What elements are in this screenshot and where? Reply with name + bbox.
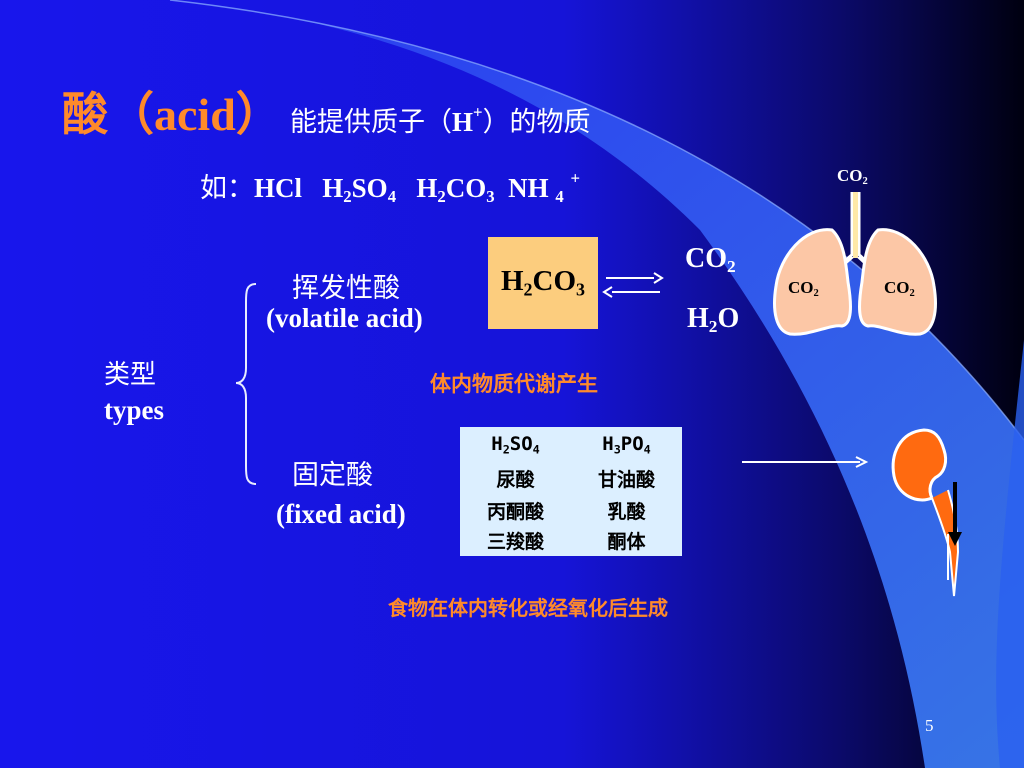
types-label: 类型 [104,360,157,390]
acid-examples: 如：HCl H2SO4 H2CO3 NH 4 + [200,168,580,207]
metabolism-note: 体内物质代谢产生 [430,372,598,396]
formula-h3po4: H3PO4 [602,433,651,457]
fixed-acid-row: 三羧酸 酮体 [460,527,682,554]
volatile-acid-cn: 挥发性酸 [292,273,400,304]
lung-co2-right: CO2 [884,278,915,300]
fixed-acid-en: (fixed acid) [276,499,406,529]
kidney-illustration [891,428,962,597]
fixed-acid-row: 尿酸 甘油酸 [460,465,682,492]
fixed-acid-cn: 固定酸 [292,460,373,491]
fixed-acid-row: 丙酮酸 乳酸 [460,497,682,524]
fixed-acid-item: 酮体 [607,531,646,553]
volatile-acid-en: (volatile acid) [266,303,423,333]
product-co2: CO2 [685,243,736,277]
fixed-acid-box: H2SO4 H3PO4 尿酸 甘油酸 丙酮酸 乳酸 三羧酸 酮体 [460,427,682,556]
lung-co2-top: CO2 [837,166,868,188]
page-number: 5 [925,716,934,735]
acid-definition: 能提供质子（H+）的物质 [290,102,591,138]
lung-co2-left: CO2 [788,278,819,300]
page-title: 酸（acid） [62,89,282,140]
formula-h2so4: H2SO4 [491,433,540,457]
carbonic-acid-box: H2CO3 [488,237,598,329]
product-h2o: H2O [687,303,740,337]
types-label-en: types [104,395,164,425]
curly-brace [235,283,257,485]
fixed-acid-item: 甘油酸 [597,469,655,491]
fixed-acid-formula-row: H2SO4 H3PO4 [460,433,682,457]
excretion-arrow [742,456,869,468]
fixed-acid-item: 三羧酸 [486,531,544,553]
fixed-acid-item: 乳酸 [607,501,646,523]
fixed-acid-item: 尿酸 [496,469,535,491]
food-oxidation-note: 食物在体内转化或经氧化后生成 [388,596,668,620]
equilibrium-arrows [602,272,664,298]
fixed-acid-item: 丙酮酸 [486,501,544,523]
lungs-illustration [773,192,937,336]
